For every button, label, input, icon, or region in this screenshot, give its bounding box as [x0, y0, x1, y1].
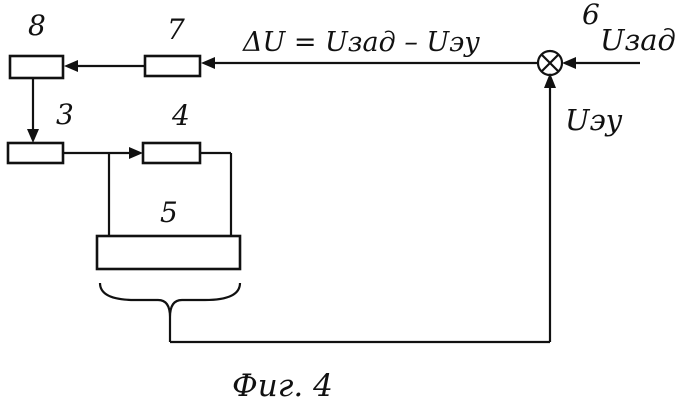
- link-3-to-4-arrow: [129, 147, 143, 159]
- reference-input-arrow: [562, 57, 576, 69]
- block-6-label: 6: [582, 0, 600, 31]
- block-4-label: 4: [171, 99, 190, 132]
- block-8-label: 8: [28, 9, 46, 42]
- figure-caption: Фиг. 4: [232, 368, 333, 404]
- feedback-label: Uэу: [565, 103, 623, 137]
- block-5-label: 5: [160, 196, 178, 229]
- block-5: [97, 236, 240, 269]
- error-formula-label: ΔU = Uзад – Uэу: [242, 27, 480, 58]
- block-4: [143, 143, 200, 163]
- link-7-to-8-arrow: [64, 60, 78, 72]
- block-7-label: 7: [167, 13, 185, 46]
- summing-junction-6: [538, 51, 562, 75]
- measurement-brace: [100, 283, 240, 317]
- link-8-to-3-arrow: [27, 129, 39, 143]
- block-3: [8, 143, 63, 163]
- block-8: [10, 56, 63, 78]
- block-7: [145, 56, 200, 76]
- reference-input-label: Uзад: [600, 23, 676, 57]
- error-signal-arrow: [201, 57, 215, 69]
- block-3-label: 3: [56, 98, 74, 131]
